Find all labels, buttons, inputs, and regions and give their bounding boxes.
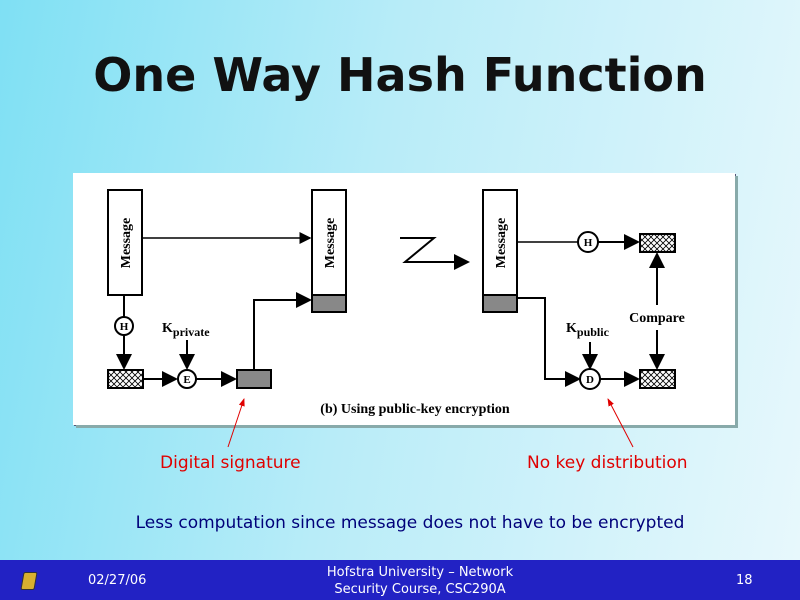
- page-number: 18: [736, 573, 753, 588]
- hash-label: H: [120, 321, 129, 333]
- message-label: Message: [494, 218, 509, 269]
- slide-title: One Way Hash Function: [93, 48, 707, 102]
- signature-box: [236, 369, 272, 389]
- note-text: Less computation since message does not …: [135, 513, 685, 533]
- footer-course-line2: Security Course, CSC290A: [334, 582, 506, 597]
- hash-value-box-receiver: [639, 233, 676, 253]
- k-public-label: Kpublic: [566, 321, 610, 339]
- encrypt-label: E: [183, 374, 190, 386]
- message-box-transmitted: [311, 189, 347, 313]
- footer-course: Hofstra University – Network Security Co…: [300, 564, 540, 598]
- no-key-distribution-label: No key distribution: [527, 453, 688, 473]
- transmission-zigzag: [400, 237, 470, 270]
- digital-signature-arrow: [227, 398, 245, 448]
- footer-course-line1: Hofstra University – Network: [326, 565, 514, 580]
- no-key-distribution-arrow: [607, 398, 634, 448]
- footer-bar: 02/27/06 Hofstra University – Network Se…: [0, 560, 800, 600]
- k-private-label: Kprivate: [162, 321, 210, 339]
- compare-label: Compare: [629, 311, 685, 326]
- university-logo-icon: [20, 572, 38, 590]
- digital-signature-label: Digital signature: [160, 453, 301, 473]
- decrypt-label: D: [586, 374, 594, 386]
- message-box-receiver: [482, 189, 518, 313]
- footer-date: 02/27/06: [88, 573, 147, 588]
- diagram-caption: (b) Using public-key encryption: [320, 402, 510, 417]
- message-label: Message: [119, 218, 134, 269]
- hash-label: H: [584, 237, 593, 249]
- decrypted-hash-box: [639, 369, 676, 389]
- hash-value-box-sender: [107, 369, 144, 389]
- message-label: Message: [323, 218, 338, 269]
